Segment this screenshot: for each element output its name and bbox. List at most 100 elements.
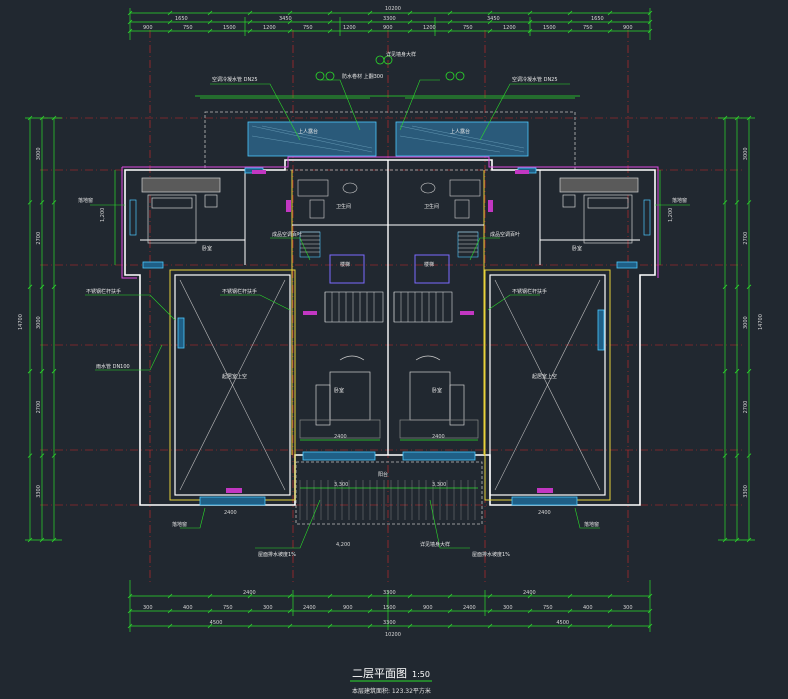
dimension-tick: [167, 10, 173, 16]
dim-right-col-3: 2700: [743, 401, 749, 414]
dimension-tick: [607, 19, 613, 25]
note-side-window-right: 落地窗: [672, 197, 687, 204]
note-condensate-left: 空调冷凝水管 DN25: [212, 76, 258, 83]
dimension-tick: [647, 608, 653, 614]
dim-inner-win-left: 2400: [224, 510, 237, 516]
dimension-tick: [287, 10, 293, 16]
dim-right-col-2: 3000: [743, 316, 749, 329]
dimension-tick: [367, 10, 373, 16]
dimension-ticks: [27, 10, 752, 629]
dimension-tick: [487, 19, 493, 25]
drawing-scale: 1:50: [412, 670, 430, 679]
terrace-left-label: 上人露台: [298, 128, 318, 135]
dimension-tick: [367, 28, 373, 34]
dimension-tick: [127, 28, 133, 34]
dim-top-row-1: 3450: [279, 16, 292, 22]
toilet-right-label: 卫生间: [424, 203, 439, 210]
dimension-tick: [746, 200, 752, 205]
dimension-tick: [647, 593, 653, 599]
note-window-right: 落地窗: [584, 521, 599, 528]
dimension-tick: [127, 608, 133, 614]
dim-top-detail-12: 900: [623, 25, 633, 31]
note-waterproof: 防水卷材 上翻300: [342, 73, 383, 80]
dim-right-col-4: 3300: [743, 485, 749, 498]
terrace-right-label: 上人露台: [450, 128, 470, 135]
dim-top-detail-11: 750: [583, 25, 593, 31]
dim-bottom-detail-1: 400: [183, 605, 193, 611]
dim-top-detail-8: 750: [463, 25, 473, 31]
dimension-tick: [367, 623, 373, 629]
dimension-tick: [127, 623, 133, 629]
dimension-tick: [27, 115, 33, 121]
dimension-tick: [207, 19, 213, 25]
dimension-tick: [447, 593, 453, 599]
dimension-tick: [167, 19, 173, 25]
stair-left-label: 楼梯: [340, 261, 350, 268]
dimension-tick: [607, 608, 613, 614]
dimension-tick: [487, 593, 493, 599]
dimension-tick: [167, 608, 173, 614]
dimension-tick: [367, 19, 373, 25]
dimension-tick: [567, 28, 573, 34]
dim-inner-2400-right: 2400: [432, 434, 445, 440]
dimension-tick: [39, 115, 45, 121]
dimension-tick: [734, 115, 740, 121]
dim-top-detail-7: 1200: [423, 25, 436, 31]
bath-left-label: 卧室: [334, 387, 344, 394]
dimension-tick: [407, 608, 413, 614]
bedroom-right: [559, 177, 651, 244]
dimension-tick: [734, 284, 740, 290]
dimension-tick: [746, 453, 752, 458]
dimension-tick: [39, 368, 45, 374]
dimension-tick: [447, 608, 453, 614]
dimension-tick: [247, 608, 253, 614]
master-left-label: 起居室上空: [222, 373, 247, 380]
dimension-tick: [407, 19, 413, 25]
dim-left-col-4: 3300: [36, 485, 42, 498]
dimension-tick: [247, 593, 253, 599]
dimension-tick: [567, 623, 573, 629]
dim-right-total: 14700: [758, 314, 764, 330]
dimension-tick: [27, 537, 33, 543]
dimension-tick: [247, 28, 253, 34]
dimension-tick: [367, 593, 373, 599]
dimension-tick: [167, 28, 173, 34]
dim-left-total: 14700: [18, 314, 24, 330]
dimension-tick: [567, 19, 573, 25]
dimension-tick: [746, 115, 752, 121]
dimension-tick: [734, 537, 740, 543]
dimension-tick: [607, 10, 613, 16]
dimension-tick: [167, 593, 173, 599]
dimension-tick: [39, 453, 45, 458]
dimension-tick: [51, 453, 57, 458]
dim-top-row-2: 3300: [383, 16, 396, 22]
bedroom-left-label: 卧室: [202, 245, 212, 252]
dim-right-col-1: 2700: [743, 232, 749, 245]
dim-bottom-mid-2: 4500: [556, 620, 569, 626]
dimension-tick: [407, 28, 413, 34]
dimension-tick: [447, 10, 453, 16]
balcony-label: 阳台: [378, 471, 388, 478]
dimension-tick: [647, 28, 653, 34]
dim-bottom-detail-4: 2400: [303, 605, 316, 611]
dimension-tick: [487, 10, 493, 16]
bathroom-fixtures: [297, 179, 481, 258]
dim-top-detail-6: 900: [383, 25, 393, 31]
note-wall-detail-bottom: 详见墙身大样: [420, 541, 450, 548]
note-railing-mid-left: 不锈钢栏杆扶手: [222, 288, 257, 295]
dimension-tick: [51, 537, 57, 543]
dim-inner-1200-right: 1,200: [668, 208, 674, 222]
dimension-tick: [567, 608, 573, 614]
note-condensate-right: 空调冷凝水管 DN25: [512, 76, 558, 83]
dim-left-col-1: 2700: [36, 232, 42, 245]
dim-top-detail-3: 1200: [263, 25, 276, 31]
note-ac-louver-right: 成品空调百叶: [490, 231, 520, 238]
dimension-tick: [51, 368, 57, 374]
dimension-tick: [746, 368, 752, 374]
dimension-tick: [287, 593, 293, 599]
dimension-tick: [327, 608, 333, 614]
dimension-tick: [746, 537, 752, 543]
note-railing-mid-right: 不锈钢栏杆扶手: [512, 288, 547, 295]
dim-inner-1200-left: 1,200: [100, 208, 106, 222]
